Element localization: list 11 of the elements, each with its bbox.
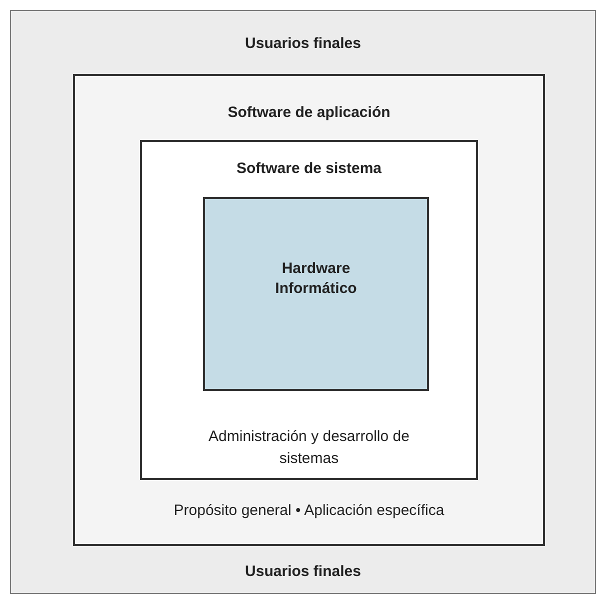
layer-label: Usuarios finales (244, 34, 362, 54)
layer-label: Software de sistema (235, 159, 383, 179)
layer-label: Software de aplicación (226, 103, 392, 123)
layer-label: Usuarios finales (244, 562, 362, 582)
layer-box (203, 197, 429, 391)
layer-box (73, 74, 545, 546)
layer-label: Hardware Informático (274, 259, 358, 299)
layer-label: Administración y desarrollo de sistemas (208, 427, 410, 469)
layer-label: Propósito general • Aplicación específica (172, 500, 446, 520)
layer-box (10, 10, 596, 594)
layer-box (140, 140, 478, 480)
